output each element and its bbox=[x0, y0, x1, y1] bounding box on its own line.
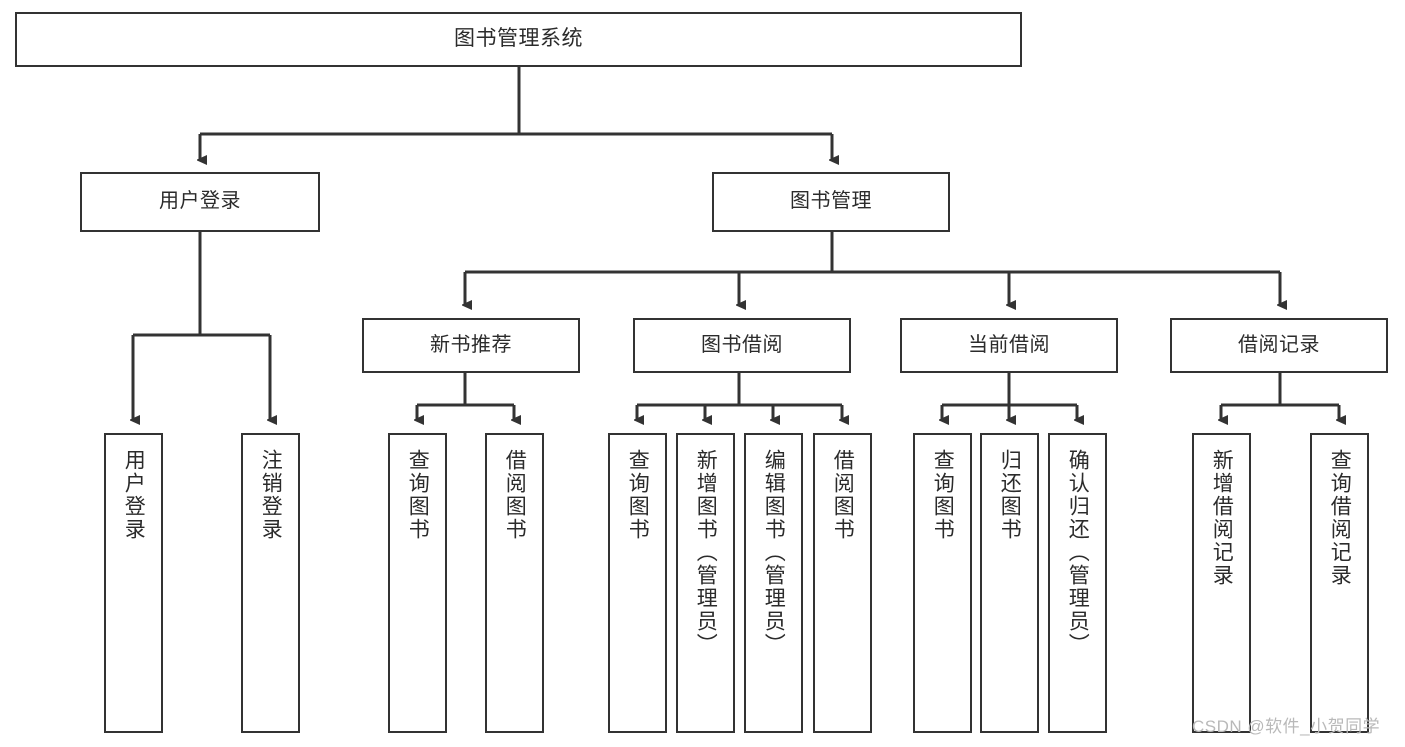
node-label: 借阅图书 bbox=[831, 449, 855, 541]
node-label: 用户登录 bbox=[159, 190, 241, 213]
node-label: 借阅图书 bbox=[503, 449, 527, 541]
node-label: 编辑图书（管理员） bbox=[762, 449, 786, 656]
node-label: 图书管理 bbox=[790, 190, 872, 213]
node-label: 查询图书 bbox=[626, 449, 650, 541]
node-label: 借阅记录 bbox=[1238, 333, 1320, 356]
node-label: 注销登录 bbox=[259, 449, 283, 541]
node-current-borrow[interactable]: 当前借阅 bbox=[900, 318, 1118, 373]
leaf-borrow-book-recommend[interactable]: 借阅图书 bbox=[485, 433, 544, 733]
node-label: 图书借阅 bbox=[701, 333, 783, 356]
node-new-book-recommend[interactable]: 新书推荐 bbox=[362, 318, 580, 373]
node-user-login[interactable]: 用户登录 bbox=[80, 172, 320, 232]
node-book-borrow[interactable]: 图书借阅 bbox=[633, 318, 851, 373]
leaf-borrow-book[interactable]: 借阅图书 bbox=[813, 433, 872, 733]
leaf-add-borrow-record[interactable]: 新增借阅记录 bbox=[1192, 433, 1251, 733]
node-label: 新增图书（管理员） bbox=[694, 449, 718, 656]
leaf-user-login[interactable]: 用户登录 bbox=[104, 433, 163, 733]
csdn-watermark: CSDN @软件_小贺同学 bbox=[1192, 717, 1381, 736]
node-label: 归还图书 bbox=[998, 449, 1022, 541]
node-label: 新增借阅记录 bbox=[1210, 449, 1234, 587]
node-label: 图书管理系统 bbox=[454, 27, 583, 51]
node-label: 查询图书 bbox=[406, 449, 430, 541]
leaf-confirm-return-admin[interactable]: 确认归还（管理员） bbox=[1048, 433, 1107, 733]
node-root-book-management-system[interactable]: 图书管理系统 bbox=[15, 12, 1022, 67]
leaf-edit-book-admin[interactable]: 编辑图书（管理员） bbox=[744, 433, 803, 733]
leaf-add-book-admin[interactable]: 新增图书（管理员） bbox=[676, 433, 735, 733]
leaf-logout-login[interactable]: 注销登录 bbox=[241, 433, 300, 733]
node-label: 确认归还（管理员） bbox=[1066, 449, 1090, 656]
node-label: 用户登录 bbox=[122, 449, 146, 541]
leaf-query-book-recommend[interactable]: 查询图书 bbox=[388, 433, 447, 733]
leaf-query-book-borrow[interactable]: 查询图书 bbox=[608, 433, 667, 733]
leaf-query-borrow-record[interactable]: 查询借阅记录 bbox=[1310, 433, 1369, 733]
node-label: 查询图书 bbox=[931, 449, 955, 541]
node-label: 查询借阅记录 bbox=[1328, 449, 1352, 587]
node-book-management[interactable]: 图书管理 bbox=[712, 172, 950, 232]
leaf-return-book[interactable]: 归还图书 bbox=[980, 433, 1039, 733]
node-label: 当前借阅 bbox=[968, 333, 1050, 356]
node-borrow-record[interactable]: 借阅记录 bbox=[1170, 318, 1388, 373]
leaf-query-book-current[interactable]: 查询图书 bbox=[913, 433, 972, 733]
node-label: 新书推荐 bbox=[430, 333, 512, 356]
